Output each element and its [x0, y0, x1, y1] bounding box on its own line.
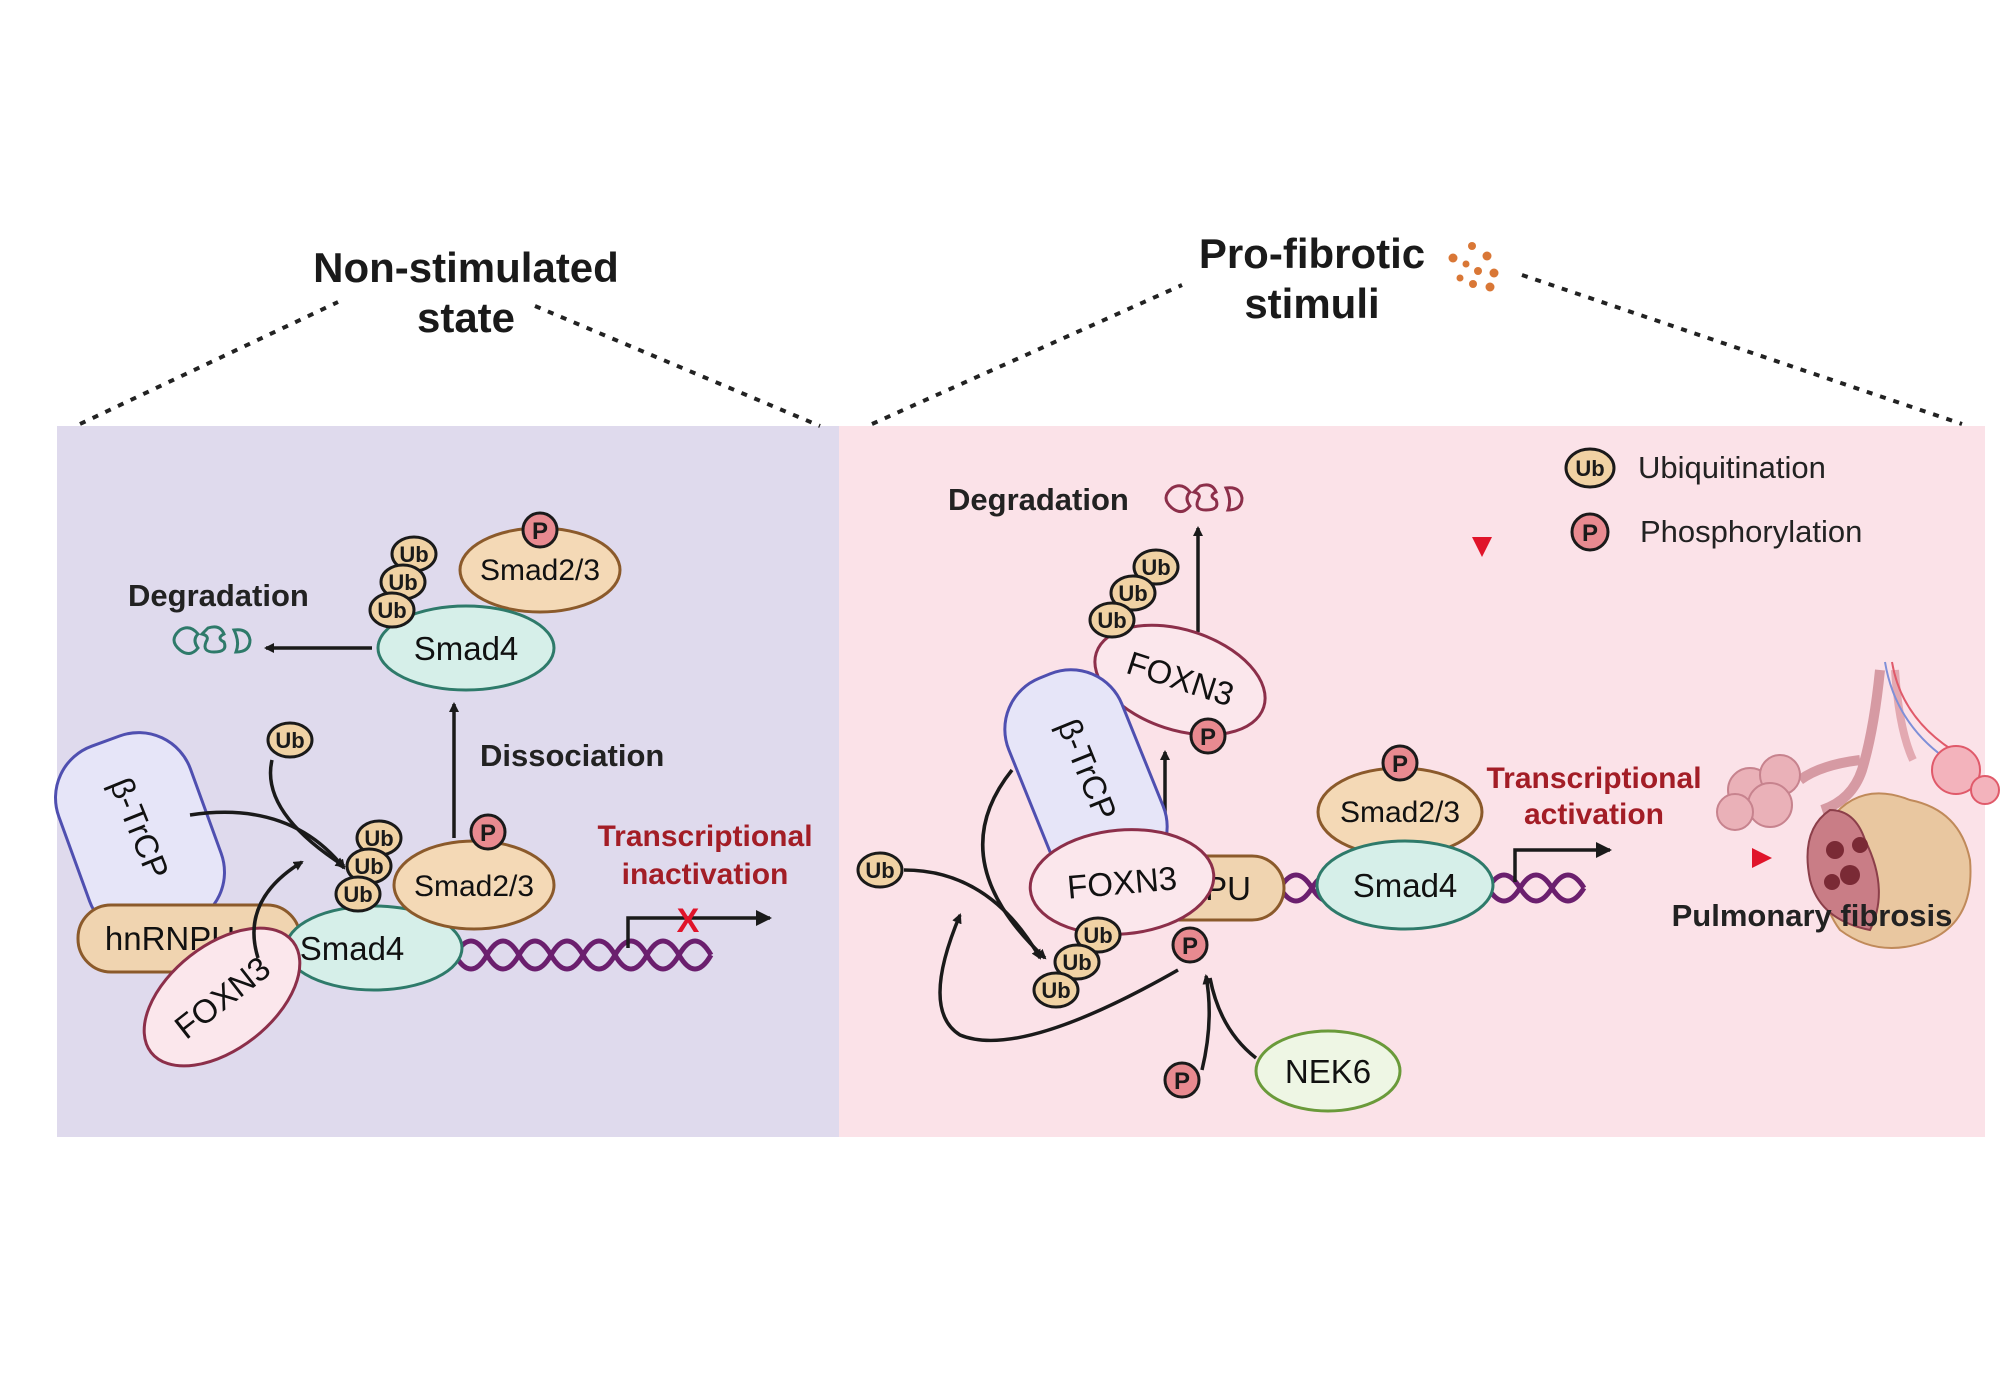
svg-text:P: P — [1200, 724, 1216, 751]
legend-ub-icon: Ub — [1564, 447, 1616, 489]
right-top-ub-chain: Ub Ub Ub — [1088, 548, 1180, 639]
legend-ub-label: Ubiquitination — [1638, 450, 1826, 485]
right-bottom-p-badge: P — [1171, 926, 1209, 964]
left-title-line2: state — [417, 294, 515, 341]
right-btrcp-arrow — [981, 768, 1047, 960]
left-degradation-fragments-icon — [172, 625, 252, 655]
svg-text:Ub: Ub — [1575, 456, 1604, 481]
svg-text:P: P — [1582, 520, 1598, 547]
svg-text:P: P — [1392, 751, 1408, 778]
transcriptional-inactivation-line1: Transcriptional — [597, 820, 812, 853]
left-dna-helix — [452, 938, 714, 972]
left-bottom-smad23-label: Smad2/3 — [414, 870, 534, 903]
right-top-p-badge: P — [1189, 717, 1227, 755]
pulmonary-fibrosis-label: Pulmonary fibrosis — [1672, 898, 1953, 933]
svg-text:Ub: Ub — [399, 542, 428, 567]
svg-text:Ub: Ub — [865, 858, 894, 883]
left-bottom-ub-chain: Ub Ub Ub — [334, 819, 403, 913]
legend-p-icon: P — [1570, 512, 1610, 552]
left-top-ub-chain: Ub Ub Ub — [368, 535, 438, 629]
svg-text:Ub: Ub — [1041, 978, 1070, 1003]
svg-text:P: P — [1182, 933, 1198, 960]
svg-text:Ub: Ub — [343, 882, 372, 907]
svg-text:Ub: Ub — [1097, 608, 1126, 633]
svg-text:Ub: Ub — [364, 826, 393, 851]
left-ub-arrow — [268, 759, 346, 868]
right-top-foxn3: FOXN3 — [1093, 623, 1267, 737]
dissociation-label: Dissociation — [480, 738, 664, 773]
left-foxn3: FOXN3 — [142, 926, 302, 1068]
legend: Ub Ubiquitination P Phosphorylation — [1564, 447, 1862, 552]
right-smad23-label: Smad2/3 — [1340, 796, 1460, 829]
right-free-ub: Ub — [856, 851, 904, 889]
svg-text:P: P — [480, 820, 496, 847]
svg-text:P: P — [532, 518, 548, 545]
transcriptional-activation-line2: activation — [1524, 798, 1664, 831]
left-btrcp-arrow — [189, 810, 346, 870]
left-title-line1: Non-stimulated — [313, 244, 619, 291]
zoom-lines — [79, 273, 1963, 428]
svg-text:Ub: Ub — [377, 598, 406, 623]
right-degradation-fragments-icon — [1164, 483, 1244, 513]
left-free-ub: Ub — [266, 721, 314, 759]
svg-text:P: P — [1174, 1068, 1190, 1095]
svg-text:Ub: Ub — [388, 570, 417, 595]
right-feedback-arrow — [938, 913, 1179, 1043]
right-smad4 — [1315, 839, 1495, 931]
transcriptional-activation-line1: Transcriptional — [1486, 762, 1701, 795]
nek6-label: NEK6 — [1285, 1053, 1371, 1090]
legend-p-label: Phosphorylation — [1640, 514, 1862, 549]
left-top-p-badge: P — [521, 511, 559, 549]
nek6 — [1254, 1029, 1402, 1113]
right-smad4-label: Smad4 — [1353, 867, 1458, 904]
right-free-p-badge: P — [1163, 1061, 1201, 1099]
left-top-smad4 — [376, 604, 556, 692]
left-foxn3-arrow — [252, 860, 304, 959]
right-title-line1: Pro-fibrotic — [1199, 230, 1425, 277]
svg-text:Ub: Ub — [1118, 581, 1147, 606]
block-mark: X — [677, 902, 700, 940]
svg-text:Ub: Ub — [275, 728, 304, 753]
lung-alveoli-icon — [1716, 661, 2000, 949]
phosphorylation-arrow — [1200, 974, 1213, 1071]
svg-text:Ub: Ub — [1062, 950, 1091, 975]
left-top-smad4-label: Smad4 — [414, 630, 519, 667]
right-title-line2: stimuli — [1244, 280, 1379, 327]
left-bottom-p-badge: P — [469, 813, 507, 851]
svg-text:Ub: Ub — [354, 854, 383, 879]
svg-text:Ub: Ub — [1083, 923, 1112, 948]
left-top-smad23-label: Smad2/3 — [480, 554, 600, 587]
left-degradation-label: Degradation — [128, 578, 309, 613]
right-degradation-label: Degradation — [948, 482, 1129, 517]
left-btrcp: β-TrCP — [54, 731, 226, 939]
transcriptional-inactivation-line2: inactivation — [622, 858, 789, 891]
right-smad23-p-badge: P — [1381, 744, 1419, 782]
right-bottom-foxn3: FOXN3 — [1028, 828, 1216, 936]
svg-text:Ub: Ub — [1141, 555, 1170, 580]
right-ub-arrow — [903, 868, 1042, 960]
left-tss-arrow — [626, 910, 772, 948]
nek6-arrow — [1208, 977, 1258, 1060]
right-bottom-ub-chain: Ub Ub Ub — [1032, 916, 1122, 1009]
stimuli-particles-icon — [1448, 242, 1499, 292]
right-tss-arrow — [1513, 842, 1612, 882]
left-bottom-smad4-label: Smad4 — [300, 930, 405, 967]
